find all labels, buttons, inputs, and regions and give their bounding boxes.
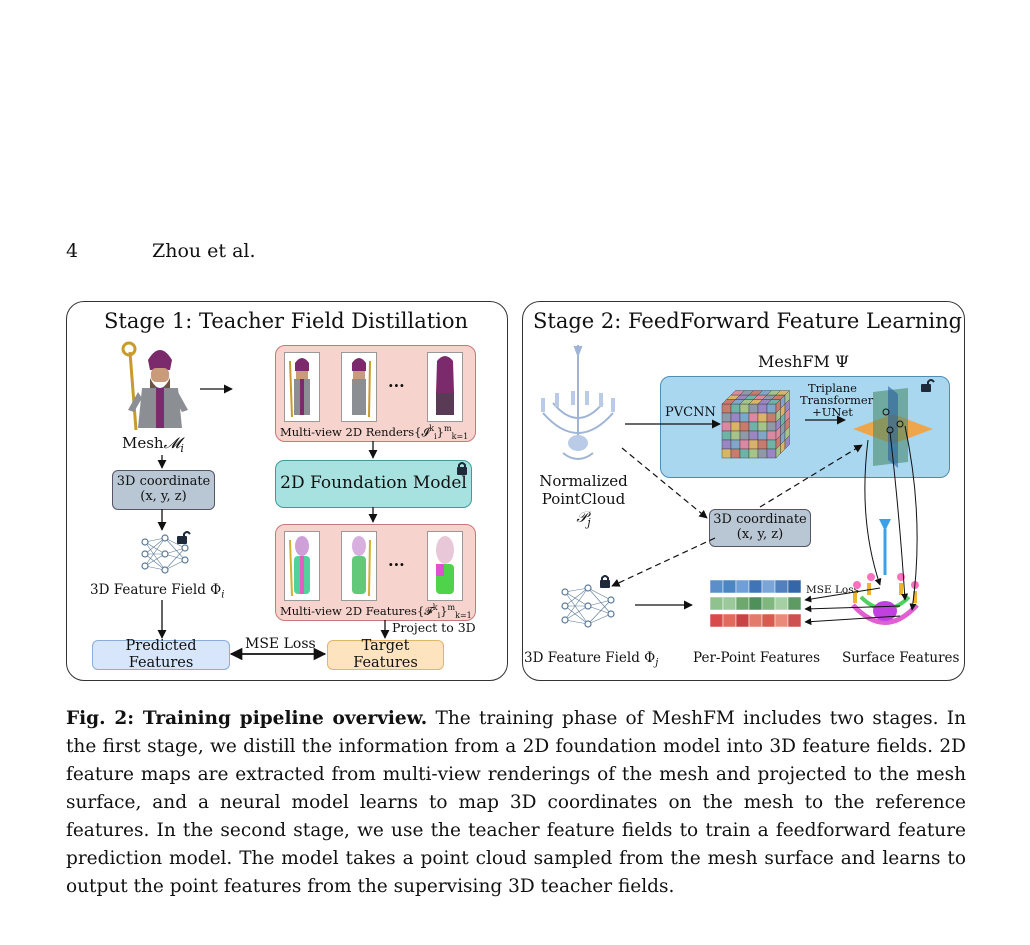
render-view-1	[284, 352, 320, 422]
pvcnn-label: PVCNN	[665, 405, 716, 420]
stage1-feature-field-text: 3D Feature Field Φ	[90, 582, 222, 598]
caption-text: The training phase of MeshFM includes tw…	[66, 708, 967, 897]
voxel-grid-cube	[721, 390, 802, 466]
voxel-side-cell	[784, 435, 790, 450]
triplane-line2: Transformer	[800, 393, 874, 407]
predicted-features-label: Predicted Features	[125, 638, 197, 671]
stage2-coordinate-box: 3D coordinate (x, y, z)	[709, 509, 811, 547]
feature-cell	[787, 579, 802, 594]
stage1-coordinate-box: 3D coordinate (x, y, z)	[112, 470, 215, 510]
arrow-triplane-to-surface-2	[889, 431, 909, 601]
arrow-pointcloud-to-coordinate	[621, 447, 708, 519]
caption-prefix: Fig. 2: Training pipeline overview.	[66, 708, 428, 729]
pointcloud-subscript: j	[587, 516, 591, 529]
mesh-character-figure	[118, 340, 198, 435]
pointcloud-line2: PointCloud	[541, 490, 626, 508]
renders-label-text: Multi-view 2D Renders{𝓘	[280, 424, 430, 439]
meshfm-model-label: MeshFM Ψ	[758, 352, 849, 371]
renders-k: k	[429, 424, 435, 433]
renders-k1: k=1	[451, 432, 469, 442]
stage1-coordinate-line1: 3D coordinate	[116, 474, 211, 490]
arrow-triplane-to-surface-1	[864, 439, 882, 586]
arrow-mse-row3	[804, 615, 901, 626]
stage1-coordinate-line2: (x, y, z)	[140, 489, 187, 504]
triplane-line1: Triplane	[808, 381, 857, 395]
target-features-label: Target Features	[353, 638, 418, 671]
arrow-mse-row2	[804, 605, 901, 613]
mesh-subscript: i	[180, 442, 184, 455]
features-label-text: Multi-view 2D Features{𝓕	[280, 603, 433, 618]
stage2-coordinate-line1: 3D coordinate	[713, 512, 807, 528]
feature-cell	[787, 613, 802, 628]
stage1-feature-field-label: 3D Feature Field Φi	[90, 582, 224, 601]
arrow-mse-row1	[804, 587, 881, 603]
foundation-model-box: 2D Foundation Model	[275, 460, 472, 508]
pointcloud-symbol: 𝒫	[576, 508, 588, 526]
triplane-planes	[848, 384, 938, 470]
per-point-features-grid	[709, 579, 803, 630]
stage1-network-icon	[140, 532, 190, 576]
arrow-coordinate-to-triplane	[759, 444, 863, 508]
feature-cell	[787, 596, 802, 611]
renders-close: }	[436, 424, 444, 439]
renders-i: i	[434, 432, 437, 442]
stage2-feature-field-label: 3D Feature Field Φj	[524, 650, 658, 669]
foundation-model-label: 2D Foundation Model	[280, 473, 467, 494]
pointcloud-label: Normalized PointCloud 𝒫j	[536, 472, 631, 532]
pointcloud-line1: Normalized	[539, 472, 628, 490]
surface-features-label: Surface Features	[842, 650, 960, 666]
feature-view-2	[341, 531, 377, 601]
renders-m: m	[444, 424, 452, 433]
per-point-features-label: Per-Point Features	[693, 650, 821, 666]
features-ellipsis: ···	[388, 555, 405, 574]
renders-ellipsis: ···	[388, 376, 405, 395]
stage2-coordinate-line2: (x, y, z)	[736, 527, 784, 542]
renders-label: Multi-view 2D Renders{𝓘ki}mk=1	[280, 424, 468, 441]
features-k: k	[432, 603, 438, 612]
page-number: 4	[66, 240, 79, 262]
triplane-label: Triplane Transformer +UNet	[800, 381, 874, 419]
stage2-title: Stage 2: FeedForward Feature Learning	[533, 309, 963, 333]
mesh-label: Mesh𝓜i	[122, 434, 184, 455]
mesh-label-text: Mesh	[122, 434, 164, 452]
feature-view-1	[284, 531, 320, 601]
feature-view-m	[427, 531, 463, 601]
stage2-feature-field-text: 3D Feature Field Φ	[524, 650, 656, 666]
stage2-feature-field-sub: j	[655, 657, 659, 669]
render-view-m	[427, 352, 463, 422]
features-label: Multi-view 2D Features{𝓕ki}mk=1	[280, 603, 472, 620]
features-m: m	[447, 603, 456, 612]
triplane-line3: +UNet	[812, 405, 853, 419]
target-features-box: Target Features	[327, 638, 444, 671]
figure-caption: Fig. 2: Training pipeline overview. The …	[66, 705, 966, 901]
stage1-feature-field-sub: i	[221, 589, 225, 601]
features-k1: k=1	[455, 611, 472, 621]
render-view-2	[341, 352, 377, 422]
features-i: i	[437, 611, 441, 621]
predicted-features-box: Predicted Features	[92, 638, 230, 671]
project-to-3d-label: Project to 3D	[392, 620, 476, 635]
arrow-coordinate-to-network	[611, 537, 716, 587]
arrow-triplane-to-surface-3	[904, 425, 918, 611]
stage1-title: Stage 1: Teacher Field Distillation	[104, 309, 469, 333]
chandelier-pointcloud	[533, 343, 623, 468]
features-close: }	[440, 603, 448, 618]
mesh-symbol: 𝓜	[163, 434, 181, 452]
running-header-authors: Zhou et al.	[152, 240, 256, 262]
stage2-network-icon	[560, 582, 616, 630]
